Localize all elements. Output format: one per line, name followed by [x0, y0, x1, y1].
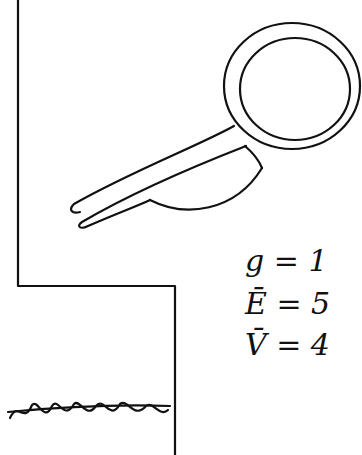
tube-loop — [150, 168, 262, 209]
formula-label: V̄ = 4 — [245, 328, 330, 361]
tube-edge — [79, 146, 246, 228]
boundary-line — [18, 0, 175, 455]
ring-inner — [240, 38, 350, 140]
formula-label: g = 1 — [245, 244, 328, 277]
strike-line — [8, 405, 170, 412]
tube-edge — [71, 126, 234, 213]
formula-label: Ē = 5 — [245, 287, 330, 320]
ring-outer — [224, 23, 360, 149]
tube-join — [245, 146, 262, 168]
